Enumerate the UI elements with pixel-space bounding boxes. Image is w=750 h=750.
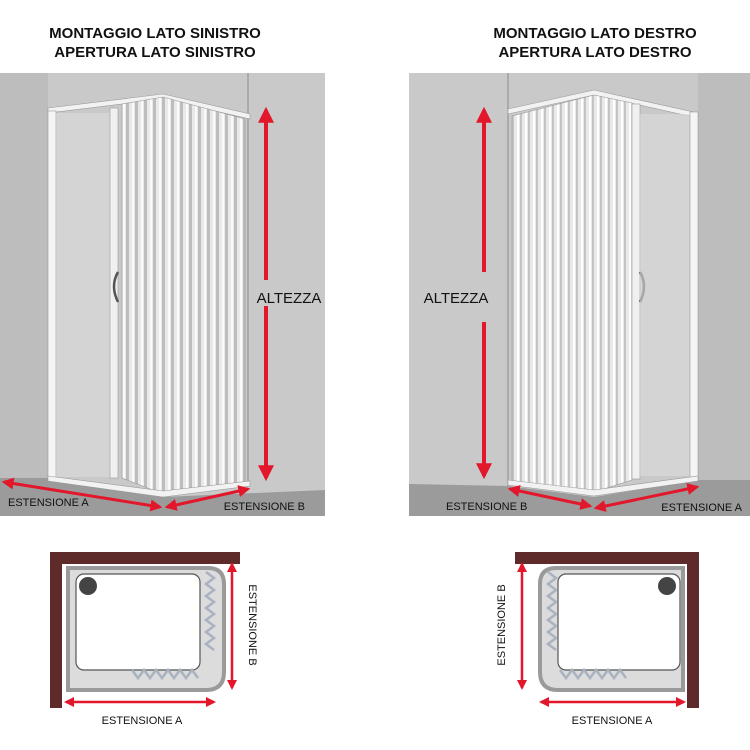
right-door-post bbox=[631, 103, 641, 480]
left-panel-title: MONTAGGIO LATO SINISTRO APERTURA LATO SI… bbox=[5, 24, 305, 62]
drain-icon bbox=[79, 577, 97, 595]
left-title-line1: MONTAGGIO LATO SINISTRO bbox=[49, 25, 261, 42]
right-ext-a-arrow bbox=[593, 483, 700, 512]
left-plan-ext-a-label: ESTENSIONE A bbox=[102, 715, 183, 727]
right-ext-a-label: ESTENSIONE A bbox=[661, 502, 742, 514]
right-plan-folding-side bbox=[545, 571, 559, 651]
right-side-wall bbox=[698, 73, 750, 480]
left-ext-a-arrow bbox=[1, 477, 163, 512]
right-ext-b-label: ESTENSIONE B bbox=[446, 501, 527, 513]
left-ext-b-label: ESTENSIONE B bbox=[224, 501, 305, 513]
right-height-label: ALTEZZA bbox=[424, 290, 489, 307]
right-plan-view: ESTENSIONE B ESTENSIONE A bbox=[496, 552, 699, 727]
left-glass-panel bbox=[56, 113, 114, 477]
right-shower-view: ALTEZZA ESTENSIONE B ESTENSIONE A bbox=[409, 73, 750, 516]
right-plan-ext-b-label: ESTENSIONE B bbox=[496, 584, 508, 665]
left-plan-folding-front bbox=[131, 667, 199, 681]
left-plan-tray-inner bbox=[75, 573, 201, 671]
right-glass-panel bbox=[640, 114, 690, 476]
left-shower-view: ALTEZZA ESTENSIONE A ESTENSIONE B bbox=[0, 73, 325, 516]
left-side-wall bbox=[0, 73, 48, 478]
left-plan-view: ESTENSIONE B ESTENSIONE A bbox=[50, 552, 258, 727]
left-ext-b-arrow bbox=[164, 485, 251, 511]
right-frame-post bbox=[689, 111, 699, 481]
left-plan-folding-side bbox=[203, 571, 217, 651]
right-drain-icon bbox=[658, 577, 676, 595]
right-plan-folding-front bbox=[559, 667, 627, 681]
left-folding-door bbox=[121, 96, 246, 495]
left-title-line2: APERTURA LATO SINISTRO bbox=[54, 44, 256, 61]
right-plan-ext-a-label: ESTENSIONE A bbox=[572, 715, 653, 727]
left-frame-post bbox=[47, 110, 57, 481]
left-height-label: ALTEZZA bbox=[257, 290, 322, 307]
right-title-line1: MONTAGGIO LATO DESTRO bbox=[493, 25, 697, 42]
door-handle-icon bbox=[112, 271, 120, 303]
left-ext-a-label: ESTENSIONE A bbox=[8, 497, 89, 509]
right-folding-door bbox=[511, 94, 633, 493]
left-plan-ext-b-label: ESTENSIONE B bbox=[246, 584, 258, 665]
right-panel-title: MONTAGGIO LATO DESTRO APERTURA LATO DEST… bbox=[445, 24, 745, 62]
right-ext-b-arrow bbox=[507, 485, 593, 510]
right-title-line2: APERTURA LATO DESTRO bbox=[498, 44, 692, 61]
